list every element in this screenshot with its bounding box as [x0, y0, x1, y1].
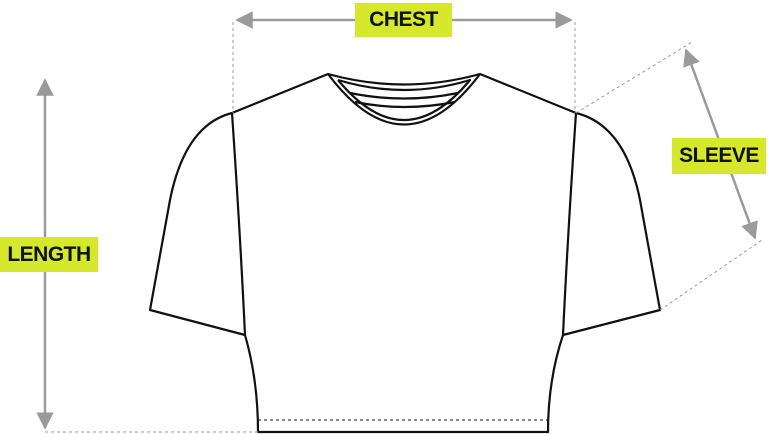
tshirt-outline: [148, 72, 662, 434]
collar-band-1: [349, 91, 459, 100]
sleeve-label: SLEEVE: [672, 138, 766, 174]
right-armhole-seam: [561, 112, 578, 336]
length-label: LENGTH: [0, 237, 98, 272]
collar-inner: [337, 78, 472, 122]
shirt-body: [148, 72, 662, 434]
chest-label: CHEST: [355, 3, 452, 37]
left-armhole-seam: [230, 112, 247, 336]
collar-band-2: [354, 100, 456, 109]
collar-outer: [327, 73, 481, 126]
guide-lines: [45, 22, 763, 433]
